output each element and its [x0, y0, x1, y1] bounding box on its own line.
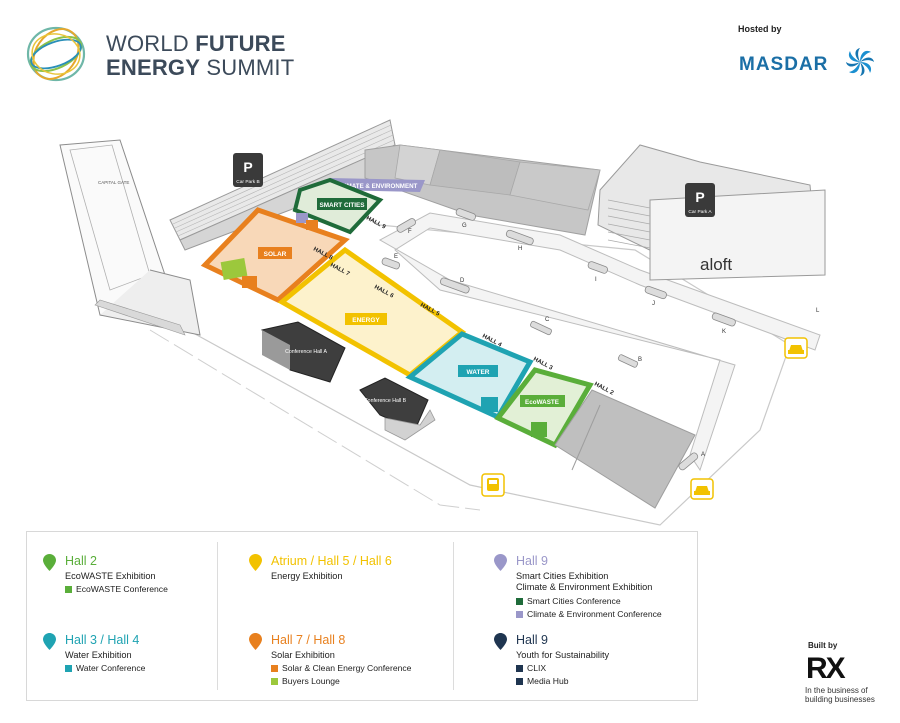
location-pin-icon — [494, 554, 507, 571]
gate-label-h: H — [518, 246, 522, 252]
zone-water-label: WATER — [467, 369, 490, 376]
location-pin-icon — [249, 633, 262, 650]
legend-swatch — [271, 665, 278, 672]
legend-swatch — [516, 665, 523, 672]
zone-ecowaste: EcoWASTE — [494, 367, 594, 449]
legend-subtitle: Water Exhibition — [65, 650, 132, 660]
legend-panel: Hall 2 EcoWASTE Exhibition EcoWASTE Conf… — [26, 531, 698, 701]
bus-icon — [481, 473, 505, 497]
legend-swatch — [516, 611, 523, 618]
legend-title: Hall 9 — [516, 554, 548, 568]
gate-label-a: A — [701, 452, 705, 458]
location-pin-icon — [43, 554, 56, 571]
zone-smart-cities-label: SMART CITIES — [319, 202, 365, 209]
legend-subtitle-2: Climate & Environment Exhibition — [516, 582, 653, 592]
legend-swatch — [516, 598, 523, 605]
legend-item: Water Conference — [65, 663, 145, 673]
zone-energy: ENERGY — [277, 246, 467, 379]
legend-item: EcoWASTE Conference — [65, 584, 168, 594]
legend-subtitle: EcoWASTE Exhibition — [65, 571, 156, 581]
legend-subtitle: Youth for Sustainability — [516, 650, 610, 660]
gate-label-k: K — [722, 329, 726, 335]
car-park-b-sign — [233, 153, 263, 187]
location-pin-icon — [494, 633, 507, 650]
legend-swatch — [516, 678, 523, 685]
legend-item: Media Hub — [516, 676, 569, 686]
hosted-by-label: Hosted by — [738, 24, 782, 34]
location-pin-icon — [43, 633, 56, 650]
legend-subtitle: Energy Exhibition — [271, 571, 343, 581]
wfes-globe-icon — [26, 26, 86, 82]
gate-label-j: J — [652, 301, 655, 307]
legend-item: Buyers Lounge — [271, 676, 340, 686]
legend-title: Hall 3 / Hall 4 — [65, 633, 140, 647]
built-by-label: Built by — [808, 641, 838, 650]
car-park-b-letter: P — [243, 159, 252, 175]
zone-smart-cities: SMART CITIES — [292, 177, 384, 235]
conference-hall-a-label: Conference Hall A — [285, 349, 327, 355]
legend-title: Hall 2 — [65, 554, 97, 568]
legend-item: Smart Cities Conference — [516, 596, 621, 606]
conference-hall-a: Conference Hall A — [261, 321, 346, 383]
gate-label-b: B — [638, 357, 642, 363]
walkway-outline — [149, 329, 481, 511]
road-loop — [378, 212, 821, 472]
gate-markers — [381, 208, 736, 471]
zone-energy-label: ENERGY — [352, 317, 380, 324]
gate-label-i: I — [595, 277, 597, 283]
car-park-a-sign — [685, 183, 715, 217]
legend-title: Hall 9 — [516, 633, 548, 647]
wfes-logo: WORLD FUTURE ENERGY SUMMIT — [22, 22, 295, 88]
gate-label-g: G — [462, 223, 467, 229]
conference-hall-b-label: Conference Hall B — [364, 398, 407, 404]
gate-label-f: F — [408, 229, 412, 235]
legend-title: Atrium / Hall 5 / Hall 6 — [271, 554, 392, 568]
gate-label-d: D — [460, 278, 465, 284]
conference-hall-b: Conference Hall B — [359, 377, 436, 441]
venue-map: CAPITAL GATE P Car Park B P Car Park A a… — [59, 119, 826, 526]
legend-swatch — [65, 586, 72, 593]
exhibition-halls-top — [364, 144, 601, 236]
legend-item: Solar & Clean Energy Conference — [271, 663, 411, 673]
gate-label-c: C — [545, 317, 550, 323]
zone-water: WATER — [405, 331, 534, 421]
legend-item: Climate & Environment Conference — [516, 609, 662, 619]
car-park-b-label: Car Park B — [236, 179, 259, 185]
aloft-hotel-building: P Car Park A aloft — [597, 144, 826, 281]
zone-solar: SOLAR — [200, 207, 350, 303]
gate-label-e: E — [394, 254, 398, 260]
taxi-icon — [784, 337, 808, 359]
zone-ecowaste-label: EcoWASTE — [525, 399, 559, 406]
capital-gate-tower: CAPITAL GATE — [59, 139, 201, 336]
zone-solar-label: SOLAR — [264, 251, 287, 258]
car-park-b-building: P Car Park B — [169, 119, 396, 251]
legend-swatch — [65, 665, 72, 672]
masdar-swirl-icon — [846, 48, 874, 76]
logo-line-2: ENERGY SUMMIT — [106, 55, 295, 80]
legend-subtitle: Smart Cities Exhibition — [516, 571, 609, 581]
gate-labels: A B C D E F G H I J K L — [394, 223, 820, 458]
car-park-a-letter: P — [695, 189, 704, 205]
logo-line-1: WORLD FUTURE — [106, 31, 286, 56]
legend-swatch — [271, 678, 278, 685]
rx-logo: RX — [806, 652, 846, 685]
taxi-icon-2 — [690, 478, 714, 500]
gate-label-l: L — [816, 308, 820, 314]
hall-9-label: HALL 9 — [365, 215, 387, 230]
tower-label: CAPITAL GATE — [98, 180, 129, 185]
legend-item: CLIX — [516, 663, 546, 673]
legend-subtitle: Solar Exhibition — [271, 650, 335, 660]
hall-2-block — [554, 389, 696, 509]
legend-title: Hall 7 / Hall 8 — [271, 633, 346, 647]
aloft-label: aloft — [700, 255, 732, 274]
location-pin-icon — [249, 554, 262, 571]
masdar-logo-text: MASDAR — [739, 54, 829, 75]
rx-tagline: In the business of building businesses — [805, 686, 875, 704]
car-park-a-label: Car Park A — [688, 209, 712, 215]
zone-climate-label: CLIMATE & ENVIRONMENT — [337, 183, 418, 190]
